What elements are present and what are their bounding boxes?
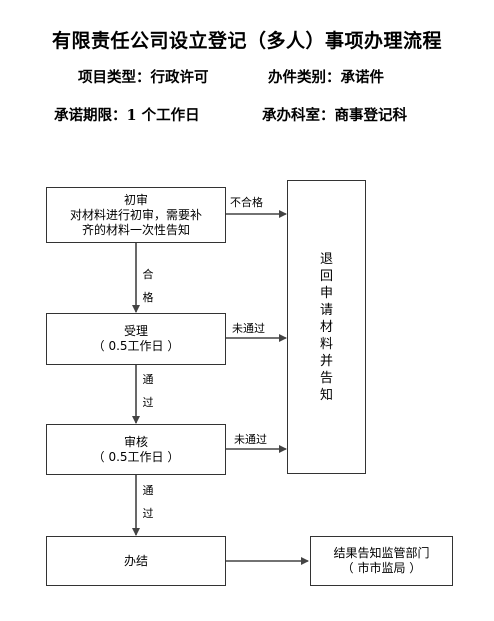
edge-char: 过 xyxy=(142,396,154,409)
notify-regulator-box: 结果告知监管部门 （ 市市监局 ） xyxy=(310,536,453,586)
edge-label-not-pass-1: 未通过 xyxy=(232,322,265,335)
review-duration: （ 0.5工作日 ） xyxy=(92,449,180,464)
review-title: 审核 xyxy=(123,434,148,449)
return-char: 材 xyxy=(319,319,333,335)
finish-box: 办结 xyxy=(46,536,226,586)
first-review-desc-2: 齐的材料一次性告知 xyxy=(81,222,190,237)
notify-line-1: 结果告知监管部门 xyxy=(333,546,430,560)
return-char: 申 xyxy=(319,285,333,301)
edge-label-pass-3: 通 过 xyxy=(141,484,155,520)
first-review-title: 初审 xyxy=(123,192,148,207)
edge-label-pass: 合 格 xyxy=(141,268,155,304)
first-review-desc-1: 对材料进行初审，需要补 xyxy=(69,207,202,222)
finish-title: 办结 xyxy=(123,553,148,568)
return-materials-text: 退 回 申 请 材 料 并 告 知 xyxy=(320,251,333,404)
return-char: 并 xyxy=(319,353,333,369)
item-type: 项目类型：行政许可 xyxy=(78,69,209,86)
review-box: 审核 （ 0.5工作日 ） xyxy=(46,424,226,475)
edge-label-fail: 不合格 xyxy=(230,196,263,209)
time-limit: 承诺期限：1 个工作日 xyxy=(54,107,200,124)
case-category: 办件类别：承诺件 xyxy=(268,69,384,86)
accept-title: 受理 xyxy=(123,324,148,338)
edge-char: 过 xyxy=(142,507,154,520)
return-char: 知 xyxy=(319,387,333,403)
accept-duration: （ 0.5工作日 ） xyxy=(92,339,180,353)
return-char: 回 xyxy=(319,268,333,284)
notify-line-2: （ 市市监局 ） xyxy=(341,561,422,575)
edge-char: 通 xyxy=(142,484,154,497)
edge-char: 合 xyxy=(142,268,154,281)
first-review-box: 初审 对材料进行初审，需要补 齐的材料一次性告知 xyxy=(46,187,226,243)
return-materials-box: 退 回 申 请 材 料 并 告 知 xyxy=(287,180,366,474)
edge-label-not-pass-2: 未通过 xyxy=(234,433,267,446)
edge-label-pass-2: 通 过 xyxy=(141,373,155,409)
edge-char: 通 xyxy=(142,373,154,386)
edge-char: 格 xyxy=(142,291,154,304)
return-char: 退 xyxy=(319,251,333,267)
page-title: 有限责任公司设立登记（多人）事项办理流程 xyxy=(51,30,442,52)
return-char: 告 xyxy=(319,370,333,386)
return-char: 料 xyxy=(319,336,333,352)
responsible-office: 承办科室：商事登记科 xyxy=(262,107,407,124)
accept-box: 受理 （ 0.5工作日 ） xyxy=(46,313,226,365)
return-char: 请 xyxy=(319,302,333,318)
